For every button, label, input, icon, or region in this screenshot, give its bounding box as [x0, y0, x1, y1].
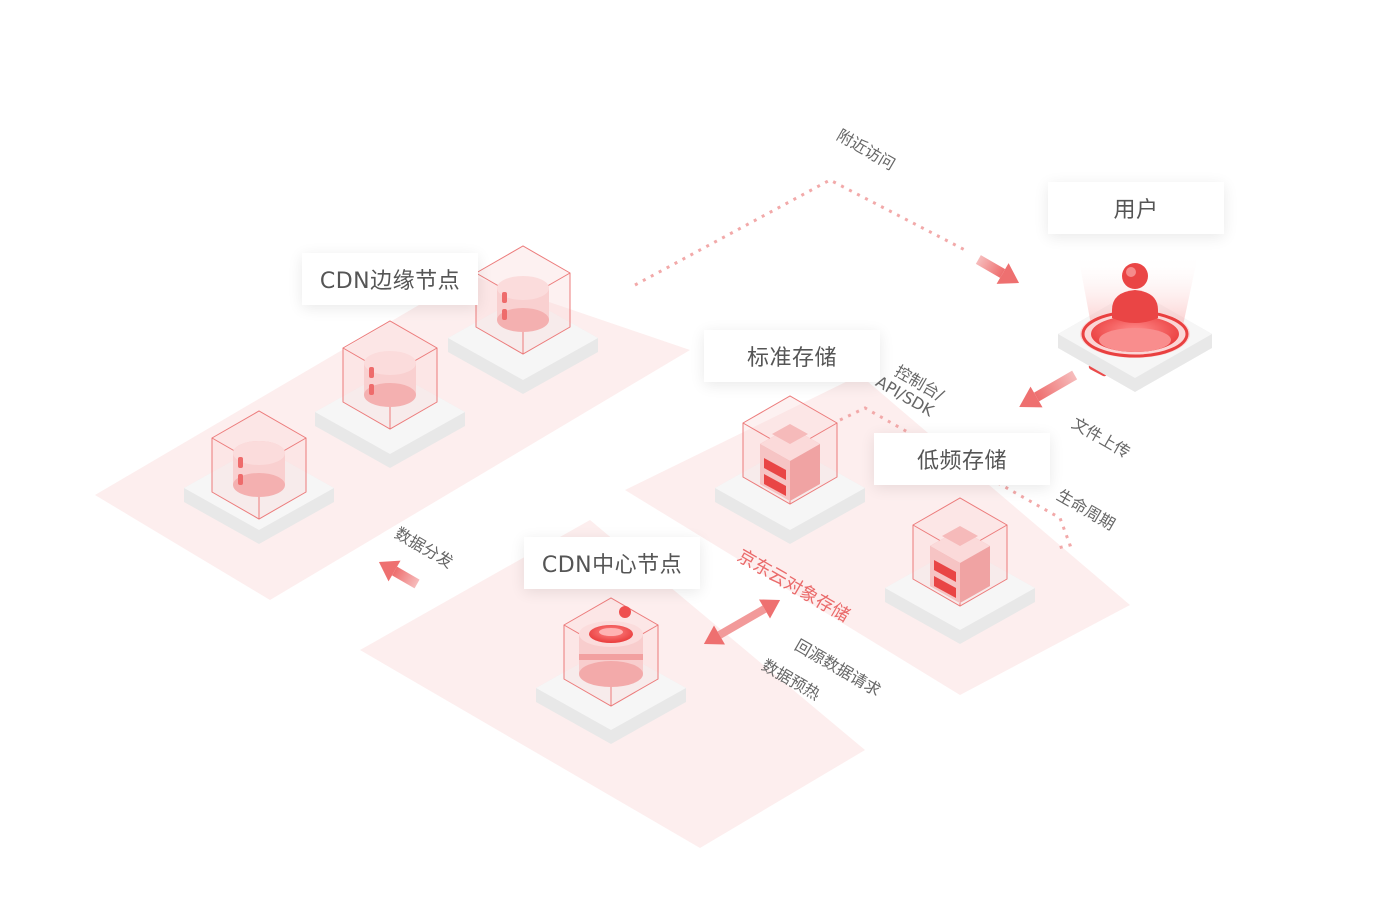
cdn-center-indicator	[619, 606, 631, 618]
data-distribution-arrow	[378, 560, 420, 589]
nearby-access-arrow	[975, 255, 1020, 284]
low-freq-storage-cube	[912, 497, 1008, 607]
standard-storage-cube	[742, 395, 838, 505]
standard-storage-label: 标准存储	[704, 330, 880, 382]
user-label: 用户	[1048, 182, 1224, 234]
user-icon	[1112, 263, 1158, 323]
origin-request-arrow	[703, 599, 781, 645]
nearby-access-path	[634, 178, 966, 287]
edge-node-2-cube	[342, 320, 438, 430]
cdn-center-cube	[563, 597, 659, 707]
cdn-center-label: CDN中心节点	[524, 537, 700, 589]
edge-node-3-cube	[475, 245, 571, 355]
edge-node-1-cube	[211, 410, 307, 520]
lifecycle-path	[839, 406, 1072, 550]
cdn-edge-label: CDN边缘节点	[302, 253, 478, 305]
low-freq-storage-label: 低频存储	[874, 433, 1050, 485]
file-upload-arrow	[1019, 370, 1078, 408]
